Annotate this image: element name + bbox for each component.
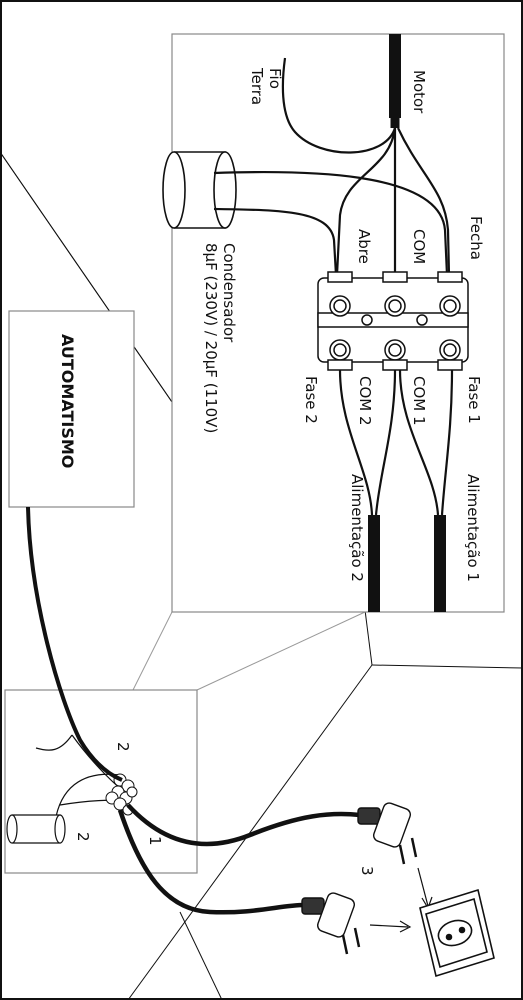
label-num-3: 3 [358, 866, 376, 876]
capacitor-icon [162, 151, 237, 229]
small-capacitor-icon [6, 814, 66, 844]
label-condensador: Condensador [220, 243, 238, 343]
overview-panel [4, 689, 198, 874]
label-com1: COM 1 [410, 376, 428, 426]
supply-cables [368, 515, 446, 612]
label-fio: Fio [266, 68, 284, 89]
label-num-1: 1 [146, 836, 164, 846]
terminal-block [317, 271, 469, 371]
label-fecha: Fecha [467, 216, 485, 260]
label-alim1: Alimentação 1 [464, 474, 482, 582]
plug-icon-1 [357, 802, 418, 865]
label-num-2a: 2 [114, 742, 132, 752]
callout-lines [132, 611, 366, 691]
main-cable [26, 506, 123, 782]
label-terra: Terra [248, 67, 266, 105]
supply-wires [338, 369, 454, 516]
label-abre: Abre [355, 229, 373, 264]
wall-socket-icon [419, 888, 495, 978]
label-fase2: Fase 2 [302, 376, 320, 424]
automatismo-box [8, 310, 135, 508]
label-num-2b: 2 [74, 832, 92, 842]
plug-cables [117, 803, 361, 915]
automatismo-label: AUTOMATISMO [58, 334, 77, 468]
label-com2: COM 2 [356, 376, 374, 426]
label-motor: Motor [410, 70, 428, 114]
capacitor-wires [213, 170, 449, 276]
plug-icon-2 [301, 892, 361, 955]
label-com-top: COM [410, 229, 428, 264]
label-fase1: Fase 1 [465, 376, 483, 424]
motor-wires [335, 127, 451, 276]
perspective-lines [0, 151, 523, 1000]
label-alim2: Alimentação 2 [348, 474, 366, 582]
earth-wire [281, 57, 397, 154]
label-cap-value: 8µF (230V) / 20µF (110V) [202, 243, 220, 433]
